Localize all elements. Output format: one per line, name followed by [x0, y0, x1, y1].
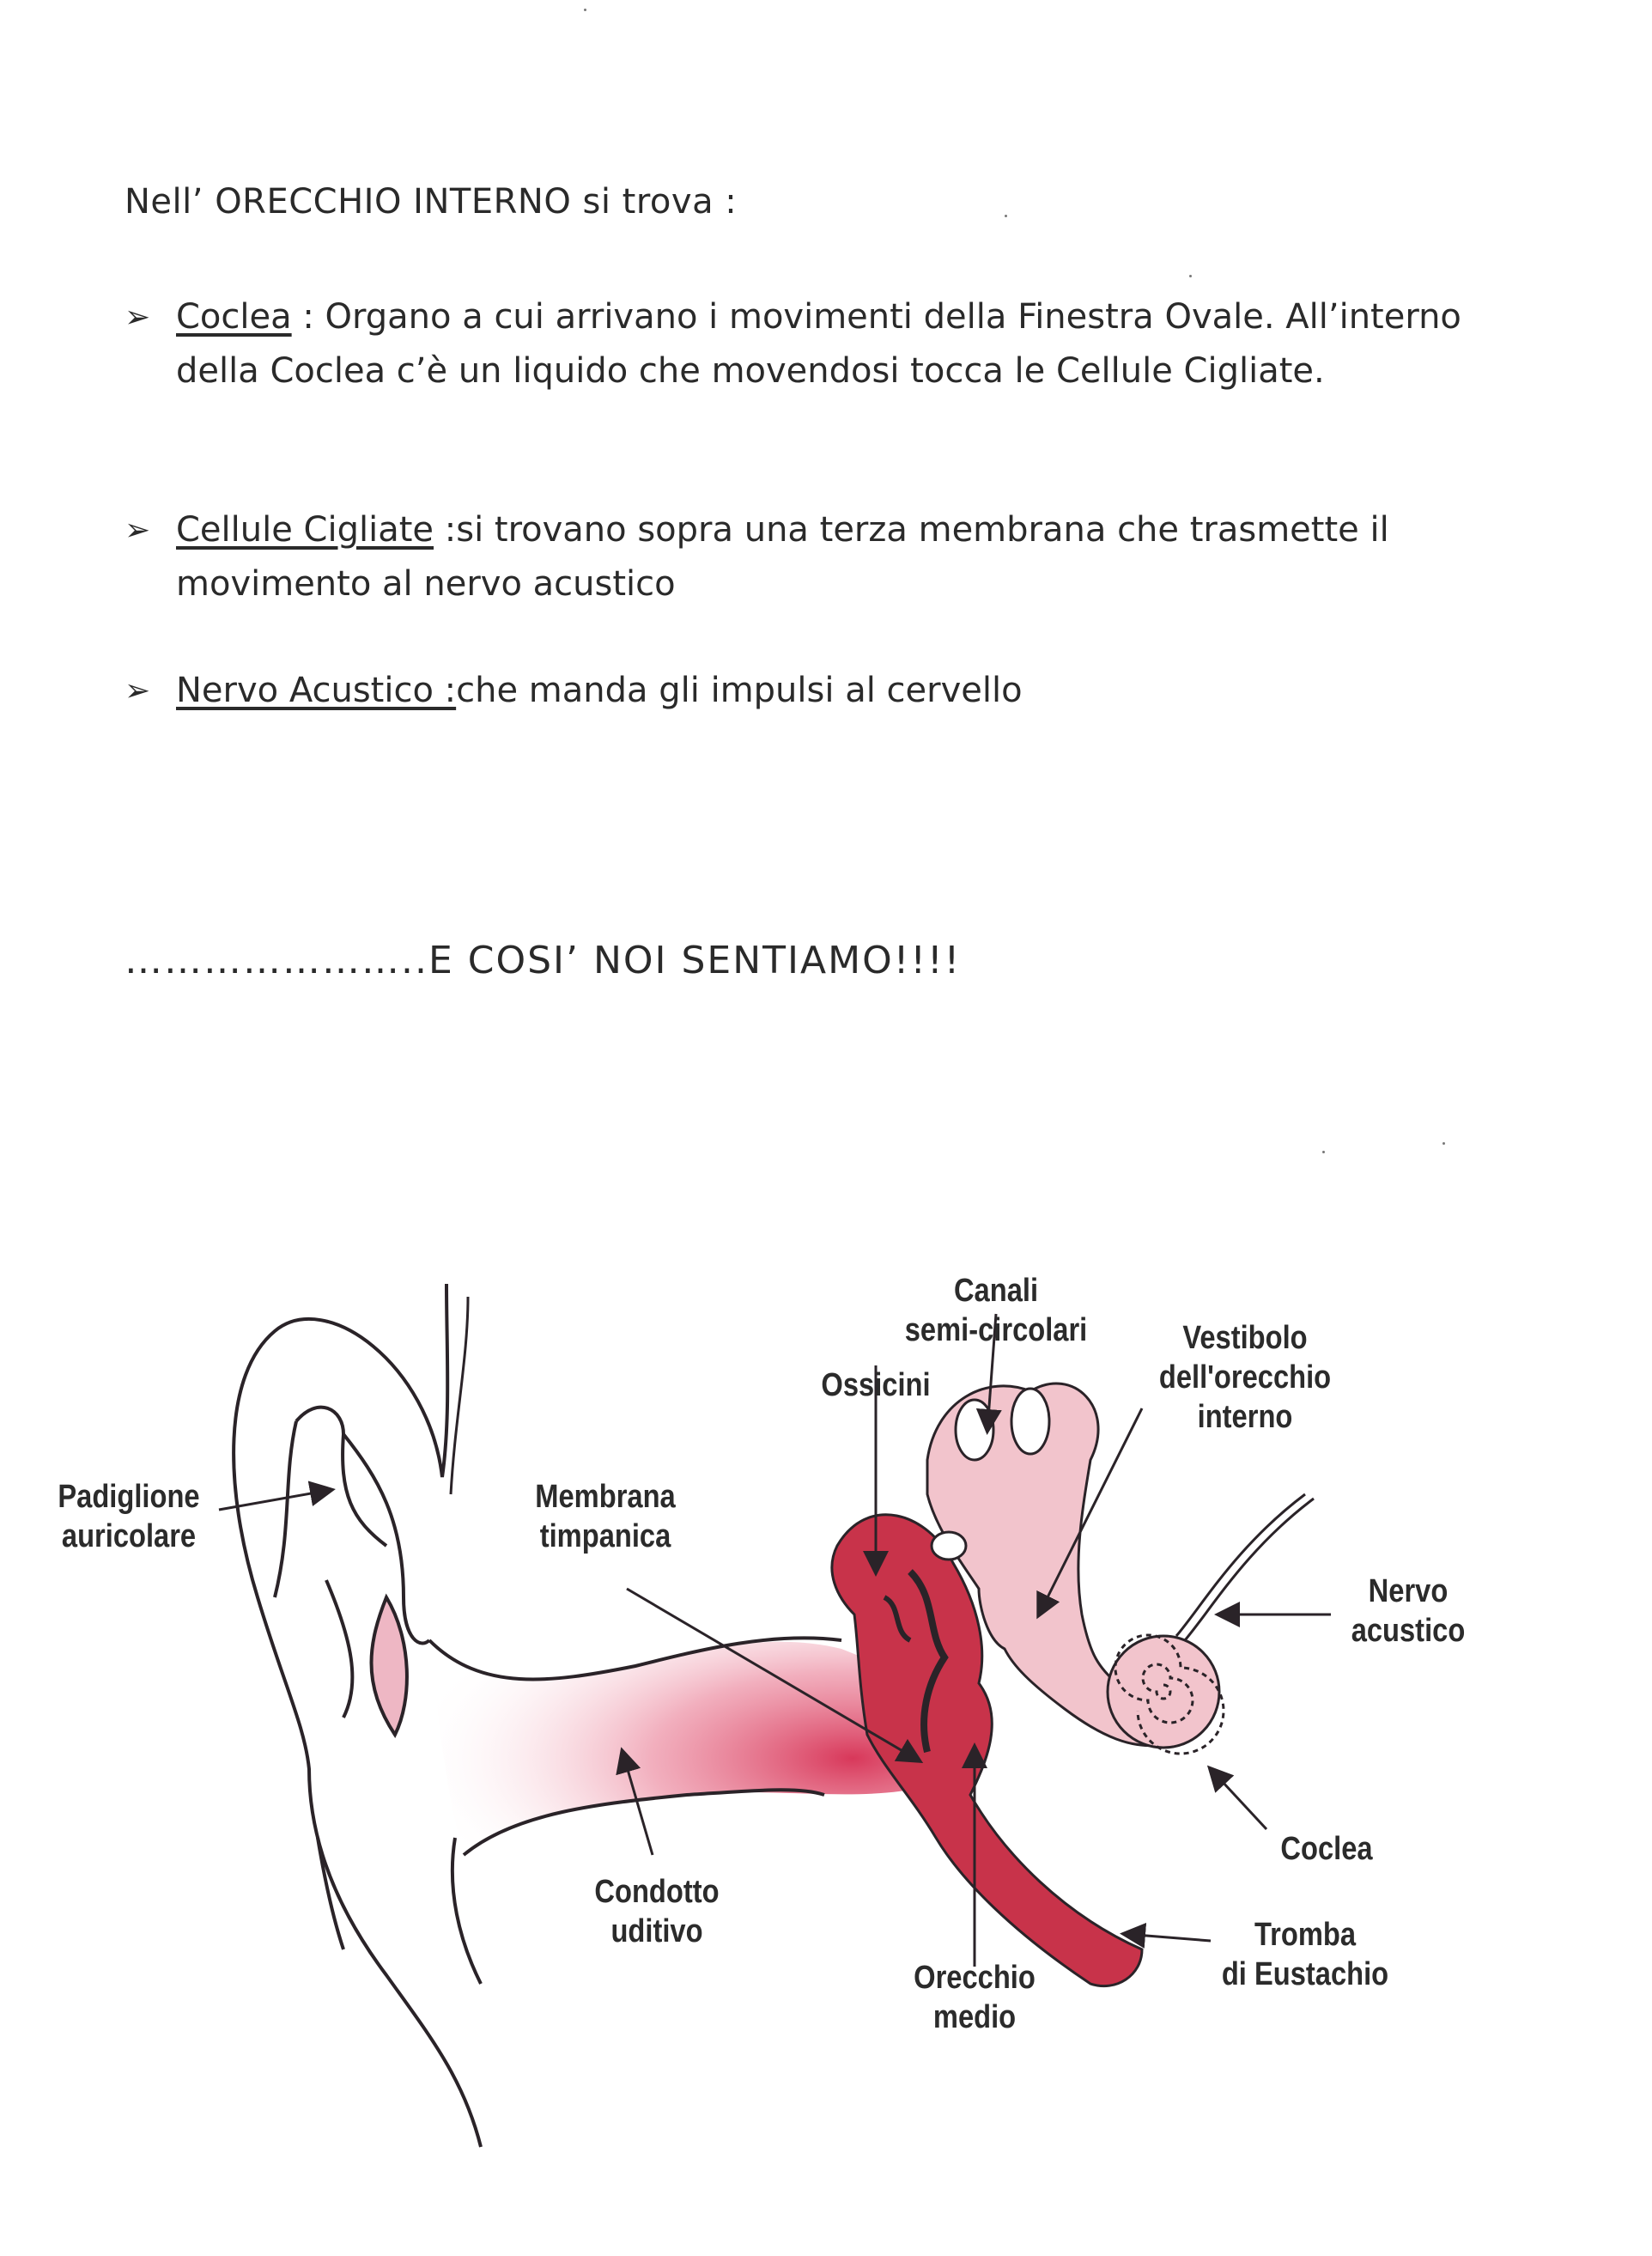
section-heading: Nell’ ORECCHIO INTERNO si trova :: [125, 182, 737, 222]
bullet-arrow-icon: ➢: [125, 503, 150, 557]
concha: [372, 1597, 407, 1735]
scan-speck: [1005, 215, 1007, 217]
label-canali-semicircolari: Canali semi-circolari: [893, 1271, 1100, 1350]
bullet-term: Cellule Cigliate: [176, 510, 434, 550]
label-padiglione-auricolare: Padiglione auricolare: [47, 1477, 210, 1556]
label-membrana-timpanica: Membrana timpanica: [520, 1477, 690, 1556]
ear-diagram: Padiglione auricolare Membrana timpanica…: [0, 1237, 1652, 2253]
bullet-arrow-icon: ➢: [125, 290, 150, 344]
slogan: …………………..E COSI’ NOI SENTIAMO!!!!: [125, 939, 961, 982]
scan-speck: [1189, 275, 1192, 277]
label-nervo-acustico: Nervo acustico: [1334, 1572, 1482, 1651]
scan-speck: [1442, 1142, 1445, 1145]
scan-speck: [584, 9, 586, 11]
label-tromba-di-eustachio: Tromba di Eustachio: [1209, 1915, 1401, 1994]
bullet-text: Nervo Acustico :che manda gli impulsi al…: [176, 664, 1464, 718]
bullet-text: Cellule Cigliate :si trovano sopra una t…: [176, 503, 1464, 611]
bullet-description: : Organo a cui arrivano i movimenti dell…: [176, 297, 1461, 391]
label-condotto-uditivo: Condotto uditivo: [572, 1872, 742, 1951]
bullet-nervo-acustico: ➢ Nervo Acustico :che manda gli impulsi …: [125, 664, 1464, 718]
label-ossicini: Ossicini: [810, 1365, 943, 1405]
bullet-arrow-icon: ➢: [125, 664, 150, 718]
bullet-text: Coclea : Organo a cui arrivano i movimen…: [176, 290, 1464, 398]
bullet-description: che manda gli impulsi al cervello: [456, 671, 1022, 710]
bullet-term: Nervo Acustico :: [176, 671, 456, 710]
ear-canal: [429, 1640, 927, 1855]
label-vestibolo: Vestibolo dell'orecchio interno: [1142, 1318, 1349, 1437]
label-coclea: Coclea: [1264, 1829, 1389, 1869]
label-orecchio-medio: Orecchio medio: [890, 1958, 1060, 2037]
scan-speck: [1322, 1151, 1325, 1153]
bullet-coclea: ➢ Coclea : Organo a cui arrivano i movim…: [125, 290, 1464, 398]
bullet-cellule-cigliate: ➢ Cellule Cigliate :si trovano sopra una…: [125, 503, 1464, 611]
bullet-term: Coclea: [176, 297, 292, 337]
